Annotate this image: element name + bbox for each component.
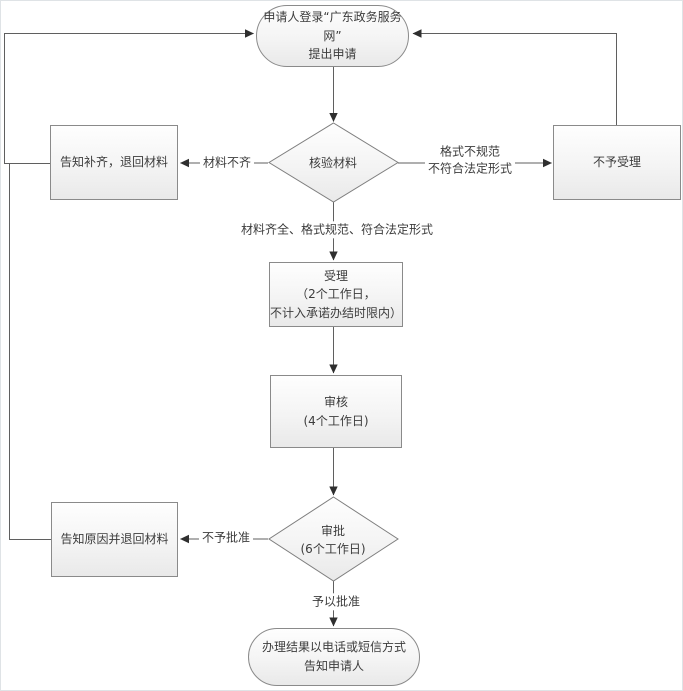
notify-supplement-box: 告知补齐，退回材料: [50, 125, 178, 200]
review-box: 审核 (4个工作日): [270, 375, 402, 448]
edge-label-materials-incomplete: 材料不齐: [199, 154, 255, 172]
notify-reason-box: 告知原因并退回材料: [51, 502, 178, 577]
reject-box: 不予受理: [553, 125, 681, 200]
approval-label: 审批 (6个工作日): [300, 524, 366, 556]
check-materials-label: 核验材料: [308, 156, 358, 170]
approval-diamond: [268, 496, 399, 582]
edge-label-approved: 予以批准: [308, 593, 364, 611]
check-materials-diamond: [268, 122, 399, 203]
edge-label-materials-complete: 材料齐全、格式规范、符合法定形式: [237, 221, 437, 239]
start-terminator: 申请人登录“广东政务服务网” 提出申请: [256, 5, 409, 67]
edge-label-format-invalid: 格式不规范 不符合法定形式: [424, 143, 516, 179]
edge-notify-reason-loop: [9, 163, 51, 540]
edge-notify-supplement-loop-to-start: [4, 29, 254, 164]
accept-box: 受理 （2个工作日， 不计入承诺办结时限内）: [269, 262, 403, 327]
edge-reject-loop-to-start: [412, 29, 617, 125]
edge-label-not-approved: 不予批准: [198, 529, 254, 547]
end-terminator: 办理结果以电话或短信方式 告知申请人: [248, 628, 420, 686]
